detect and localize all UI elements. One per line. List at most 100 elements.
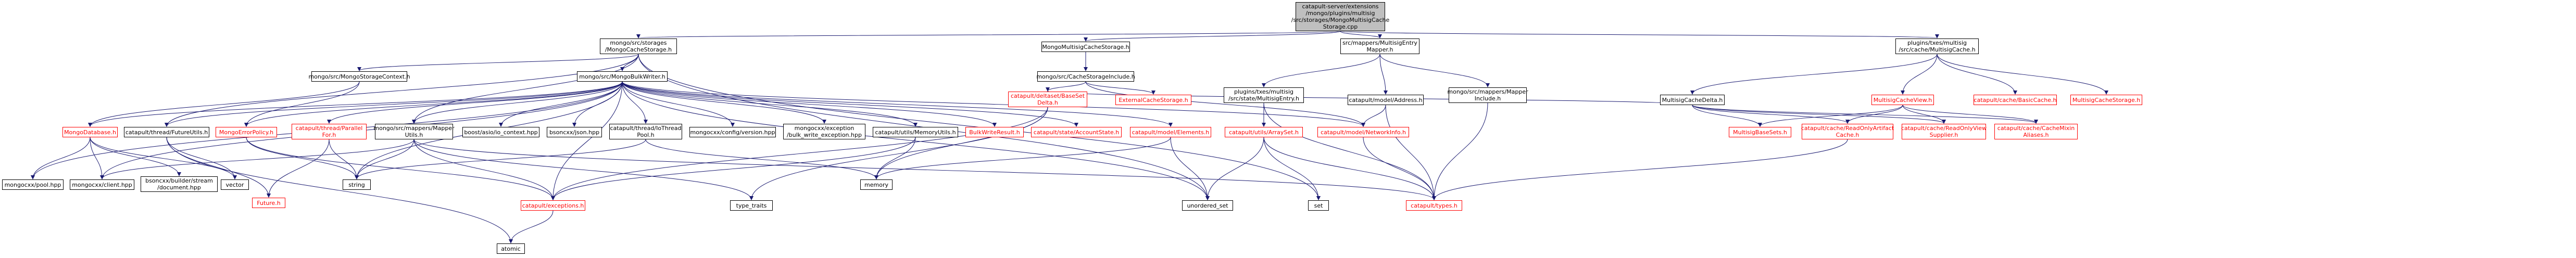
node-mongo-database[interactable]: MongoDatabase.h — [62, 127, 118, 137]
node-multisig-entry-state[interactable]: plugins/txes/multisig /src/state/Multisi… — [1224, 87, 1304, 103]
node-multisig-cache-view[interactable]: MultisigCacheView.h — [1871, 95, 1934, 105]
edge-mcv-mbs — [1758, 105, 1903, 127]
node-mongo-bulk-writer[interactable]: mongo/src/MongoBulkWriter.h — [577, 71, 668, 82]
edge-mbw-mmu — [412, 81, 623, 124]
node-cache-mixin-aliases[interactable]: catapult/cache/CacheMixin Aliases.h — [1994, 124, 2078, 139]
node-types[interactable]: catapult/types.h — [1406, 200, 1462, 211]
node-exceptions[interactable]: catapult/exceptions.h — [521, 200, 585, 211]
edge-mapme-mmi — [1379, 54, 1490, 87]
edge-ctiotp-mem — [645, 139, 878, 179]
edge-mbw-cme — [622, 81, 1173, 127]
node-mongo-cache-storage[interactable]: mongo/src/storages /MongoCacheStorage.h — [600, 38, 677, 54]
node-future[interactable]: Future.h — [252, 198, 285, 208]
node-io-thread-pool[interactable]: catapult/thread/IoThread Pool.h — [609, 124, 682, 139]
edge-mbw-mep — [244, 81, 623, 127]
edge-mcd-mbs — [1692, 105, 1762, 127]
edge-mmu-mcl — [100, 139, 414, 179]
edge-cma-ctypes — [1385, 105, 1436, 200]
node-multisig-cache-storage[interactable]: MultisigCacheStorage.h — [2070, 95, 2142, 105]
node-cache-storage-include[interactable]: mongo/src/CacheStorageInclude.h — [1036, 71, 1135, 82]
node-basic-cache[interactable]: catapult/cache/BasicCache.h — [1974, 95, 2057, 105]
node-bsoncxx-document[interactable]: bsoncxx/builder/stream /document.hpp — [141, 176, 218, 192]
edge-pmse-ctypes — [1263, 102, 1436, 200]
edge-cuas-ctypes — [1263, 137, 1436, 200]
edge-mep-cex — [246, 137, 555, 200]
node-string[interactable]: string — [343, 179, 371, 190]
node-array-set[interactable]: catapult/utils/ArraySet.h — [1225, 127, 1303, 137]
edge-ctpf-fut — [267, 139, 330, 198]
edge-ctiotp-str — [355, 139, 646, 179]
node-mongocxx-version[interactable]: mongocxx/config/version.hpp — [689, 127, 776, 137]
edge-mbw-ctpf — [327, 81, 623, 124]
node-memory-utils[interactable]: catapult/utils/MemoryUtils.h — [873, 127, 958, 137]
node-mongocxx-pool[interactable]: mongocxx/pool.hpp — [2, 179, 64, 190]
edge-mcsi-cdbd — [1046, 81, 1086, 92]
node-multisig-base-sets[interactable]: MultisigBaseSets.h — [1729, 127, 1791, 137]
edge-mmu-ctypes — [413, 139, 1436, 200]
node-mapper-include[interactable]: mongo/src/mappers/Mapper Include.h — [1447, 87, 1528, 103]
node-base-set-delta[interactable]: catapult/deltaset/BaseSet Delta.h — [1008, 92, 1087, 107]
edge-mdb-bbsd — [90, 137, 181, 176]
node-mongo-multisig-cache-storage[interactable]: MongoMultisigCacheStorage.h — [1041, 42, 1130, 52]
edge-mcs-msc — [357, 54, 639, 71]
edge-mcv-ccma — [1902, 105, 2038, 124]
edge-cdbd-mem — [874, 107, 1048, 179]
node-bsoncxx-json[interactable]: bsoncxx/json.hpp — [547, 127, 602, 137]
node-multisig-cache-delta[interactable]: MultisigCacheDelta.h — [1660, 95, 1725, 105]
edge-mbw-bwr — [622, 81, 997, 127]
node-future-utils[interactable]: catapult/thread/FutureUtils.h — [124, 127, 209, 137]
edge-mcs-ctfu — [165, 54, 639, 127]
node-account-state[interactable]: catapult/state/AccountState.h — [1031, 127, 1122, 137]
node-set[interactable]: set — [1308, 200, 1329, 211]
edge-mcv-crac — [1845, 105, 1903, 124]
node-model-address[interactable]: catapult/model/Address.h — [1348, 95, 1424, 105]
edge-msc-mep — [244, 81, 360, 127]
edge-mbw-csas — [622, 81, 1078, 127]
node-mapper-utils[interactable]: mongo/src/mappers/Mapper Utils.h — [373, 124, 455, 139]
edge-cex-atomic — [509, 210, 554, 243]
edge-mcache-mcd — [1690, 54, 1938, 95]
node-bulk-write-exception[interactable]: mongocxx/exception /bulk_write_exception… — [783, 124, 865, 139]
edge-mcd-crovs — [1692, 105, 1946, 124]
node-network-info[interactable]: catapult/model/NetworkInfo.h — [1317, 127, 1409, 137]
edge-msc-mdb — [88, 81, 360, 127]
node-external-cache-storage[interactable]: ExternalCacheStorage.h — [1115, 95, 1191, 105]
edge-cumu-mem — [874, 137, 916, 179]
node-unordered-set[interactable]: unordered_set — [1182, 200, 1233, 211]
node-read-only-artifact-cache[interactable]: catapult/cache/ReadOnlyArtifact Cache.h — [1801, 124, 1894, 139]
edge-mbw-bj — [572, 81, 623, 127]
node-mongocxx-client[interactable]: mongocxx/client.hpp — [70, 179, 134, 190]
edge-mcsi-cmni — [1085, 81, 1365, 127]
node-memory[interactable]: memory — [860, 179, 893, 190]
edge-mdb-mcl — [90, 137, 104, 179]
node-type-traits[interactable]: type_traits — [730, 200, 773, 211]
edge-mdb-vec — [90, 137, 237, 179]
edge-mbw-ctiotp — [622, 81, 648, 124]
edge-mcs-mmu — [412, 54, 639, 124]
node-boost-io-context[interactable]: boost/asio/io_context.hpp — [462, 127, 539, 137]
edge-cma-cmni — [1361, 105, 1386, 127]
node-multisig-entry-mapper[interactable]: src/mappers/MultisigEntry Mapper.h — [1340, 38, 1419, 54]
edge-cumu-cex — [551, 137, 916, 200]
edge-mcache-mcst — [1937, 54, 2108, 95]
node-model-elements[interactable]: catapult/model/Elements.h — [1130, 127, 1211, 137]
edge-root-mcache — [1340, 31, 1939, 38]
node-mongo-error-policy[interactable]: MongoErrorPolicy.h — [216, 127, 277, 137]
node-mongo-storage-context[interactable]: mongo/src/MongoStorageContext.h — [308, 71, 410, 82]
edge-root-mcs — [637, 31, 1341, 38]
node-bulk-write-result[interactable]: BulkWriteResult.h — [965, 127, 1024, 137]
edge-cdbd-tt — [749, 107, 1048, 200]
node-multisig-cache[interactable]: plugins/txes/multisig /src/cache/Multisi… — [1895, 38, 1979, 54]
edge-mapme-cma — [1379, 54, 1388, 95]
edge-cdbd-cex — [551, 107, 1048, 200]
node-atomic[interactable]: atomic — [497, 243, 525, 254]
edge-mbw-cex — [551, 81, 623, 200]
edge-mmu-tt — [413, 139, 753, 200]
edge-mmu-str — [355, 139, 414, 179]
node-vector[interactable]: vector — [221, 179, 249, 190]
node-read-only-view-supplier[interactable]: catapult/cache/ReadOnlyView Supplier.h — [1901, 124, 1987, 139]
node-parallel-for[interactable]: catapult/thread/Parallel For.h — [292, 124, 367, 139]
edge-mbw-mbwe — [622, 81, 826, 124]
edge-cme-mem — [874, 137, 1171, 179]
